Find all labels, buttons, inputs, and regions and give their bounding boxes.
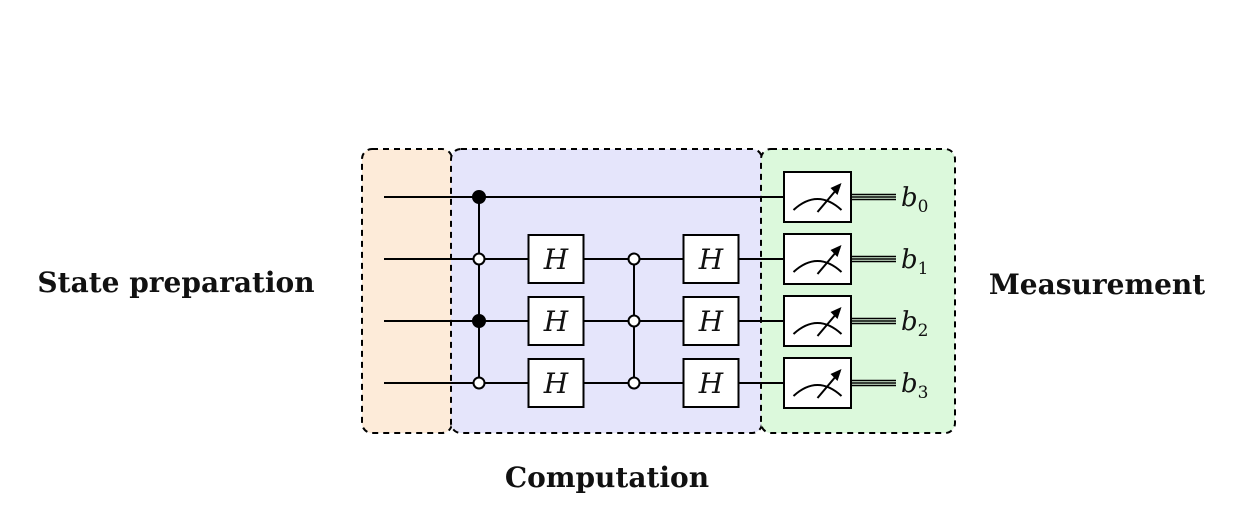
- gate-label: H: [543, 305, 569, 338]
- output-bit-label: b1: [901, 245, 928, 279]
- control-dot-open: [472, 376, 486, 390]
- hadamard-gate: H: [527, 296, 585, 346]
- hadamard-gate: H: [527, 358, 585, 408]
- output-bit-label: b0: [901, 183, 928, 217]
- control-dot-open: [472, 252, 486, 266]
- output-bit-labels: b0 b1 b2 b3: [901, 183, 928, 403]
- measurement-meter-icon: [783, 171, 852, 223]
- gate-label: H: [698, 305, 724, 338]
- state-preparation-label: State preparation: [37, 266, 314, 299]
- gate-label: H: [543, 367, 569, 400]
- gate-box: [682, 234, 740, 284]
- hadamard-gate: H: [527, 234, 585, 284]
- measurement-meters: [783, 171, 852, 409]
- gate-label: H: [698, 243, 724, 276]
- measurement-meter-icon: [783, 295, 852, 347]
- control-dot-filled: [472, 190, 486, 204]
- measurement-meter-icon: [783, 357, 852, 409]
- gate-label: H: [698, 367, 724, 400]
- hadamard-gate: H: [682, 234, 740, 284]
- classical-output-wires: [851, 193, 896, 387]
- gate-box: [527, 296, 585, 346]
- gate-box: [682, 358, 740, 408]
- classical-wire-3: [851, 379, 896, 387]
- classical-wire-1: [851, 255, 896, 263]
- state-preparation-region: [361, 148, 453, 434]
- gate-box: [527, 234, 585, 284]
- output-bit-label: b3: [901, 369, 928, 403]
- control-dot-open: [627, 252, 641, 266]
- control-dot-open: [627, 314, 641, 328]
- control-dot-open: [627, 376, 641, 390]
- control-dots: [472, 190, 641, 390]
- output-bit-label: b2: [901, 307, 928, 341]
- section-boxes: [361, 148, 956, 434]
- measurement-meter-icon: [783, 233, 852, 285]
- gate-box: [682, 296, 740, 346]
- computation-label: Computation: [505, 461, 709, 494]
- gate-label: H: [543, 243, 569, 276]
- classical-wire-2: [851, 317, 896, 325]
- classical-wire-0: [851, 193, 896, 201]
- measurement-label: Measurement: [989, 268, 1205, 301]
- gate-box: [527, 358, 585, 408]
- control-dot-filled: [472, 314, 486, 328]
- hadamard-gate: H: [682, 358, 740, 408]
- hadamard-gate: H: [682, 296, 740, 346]
